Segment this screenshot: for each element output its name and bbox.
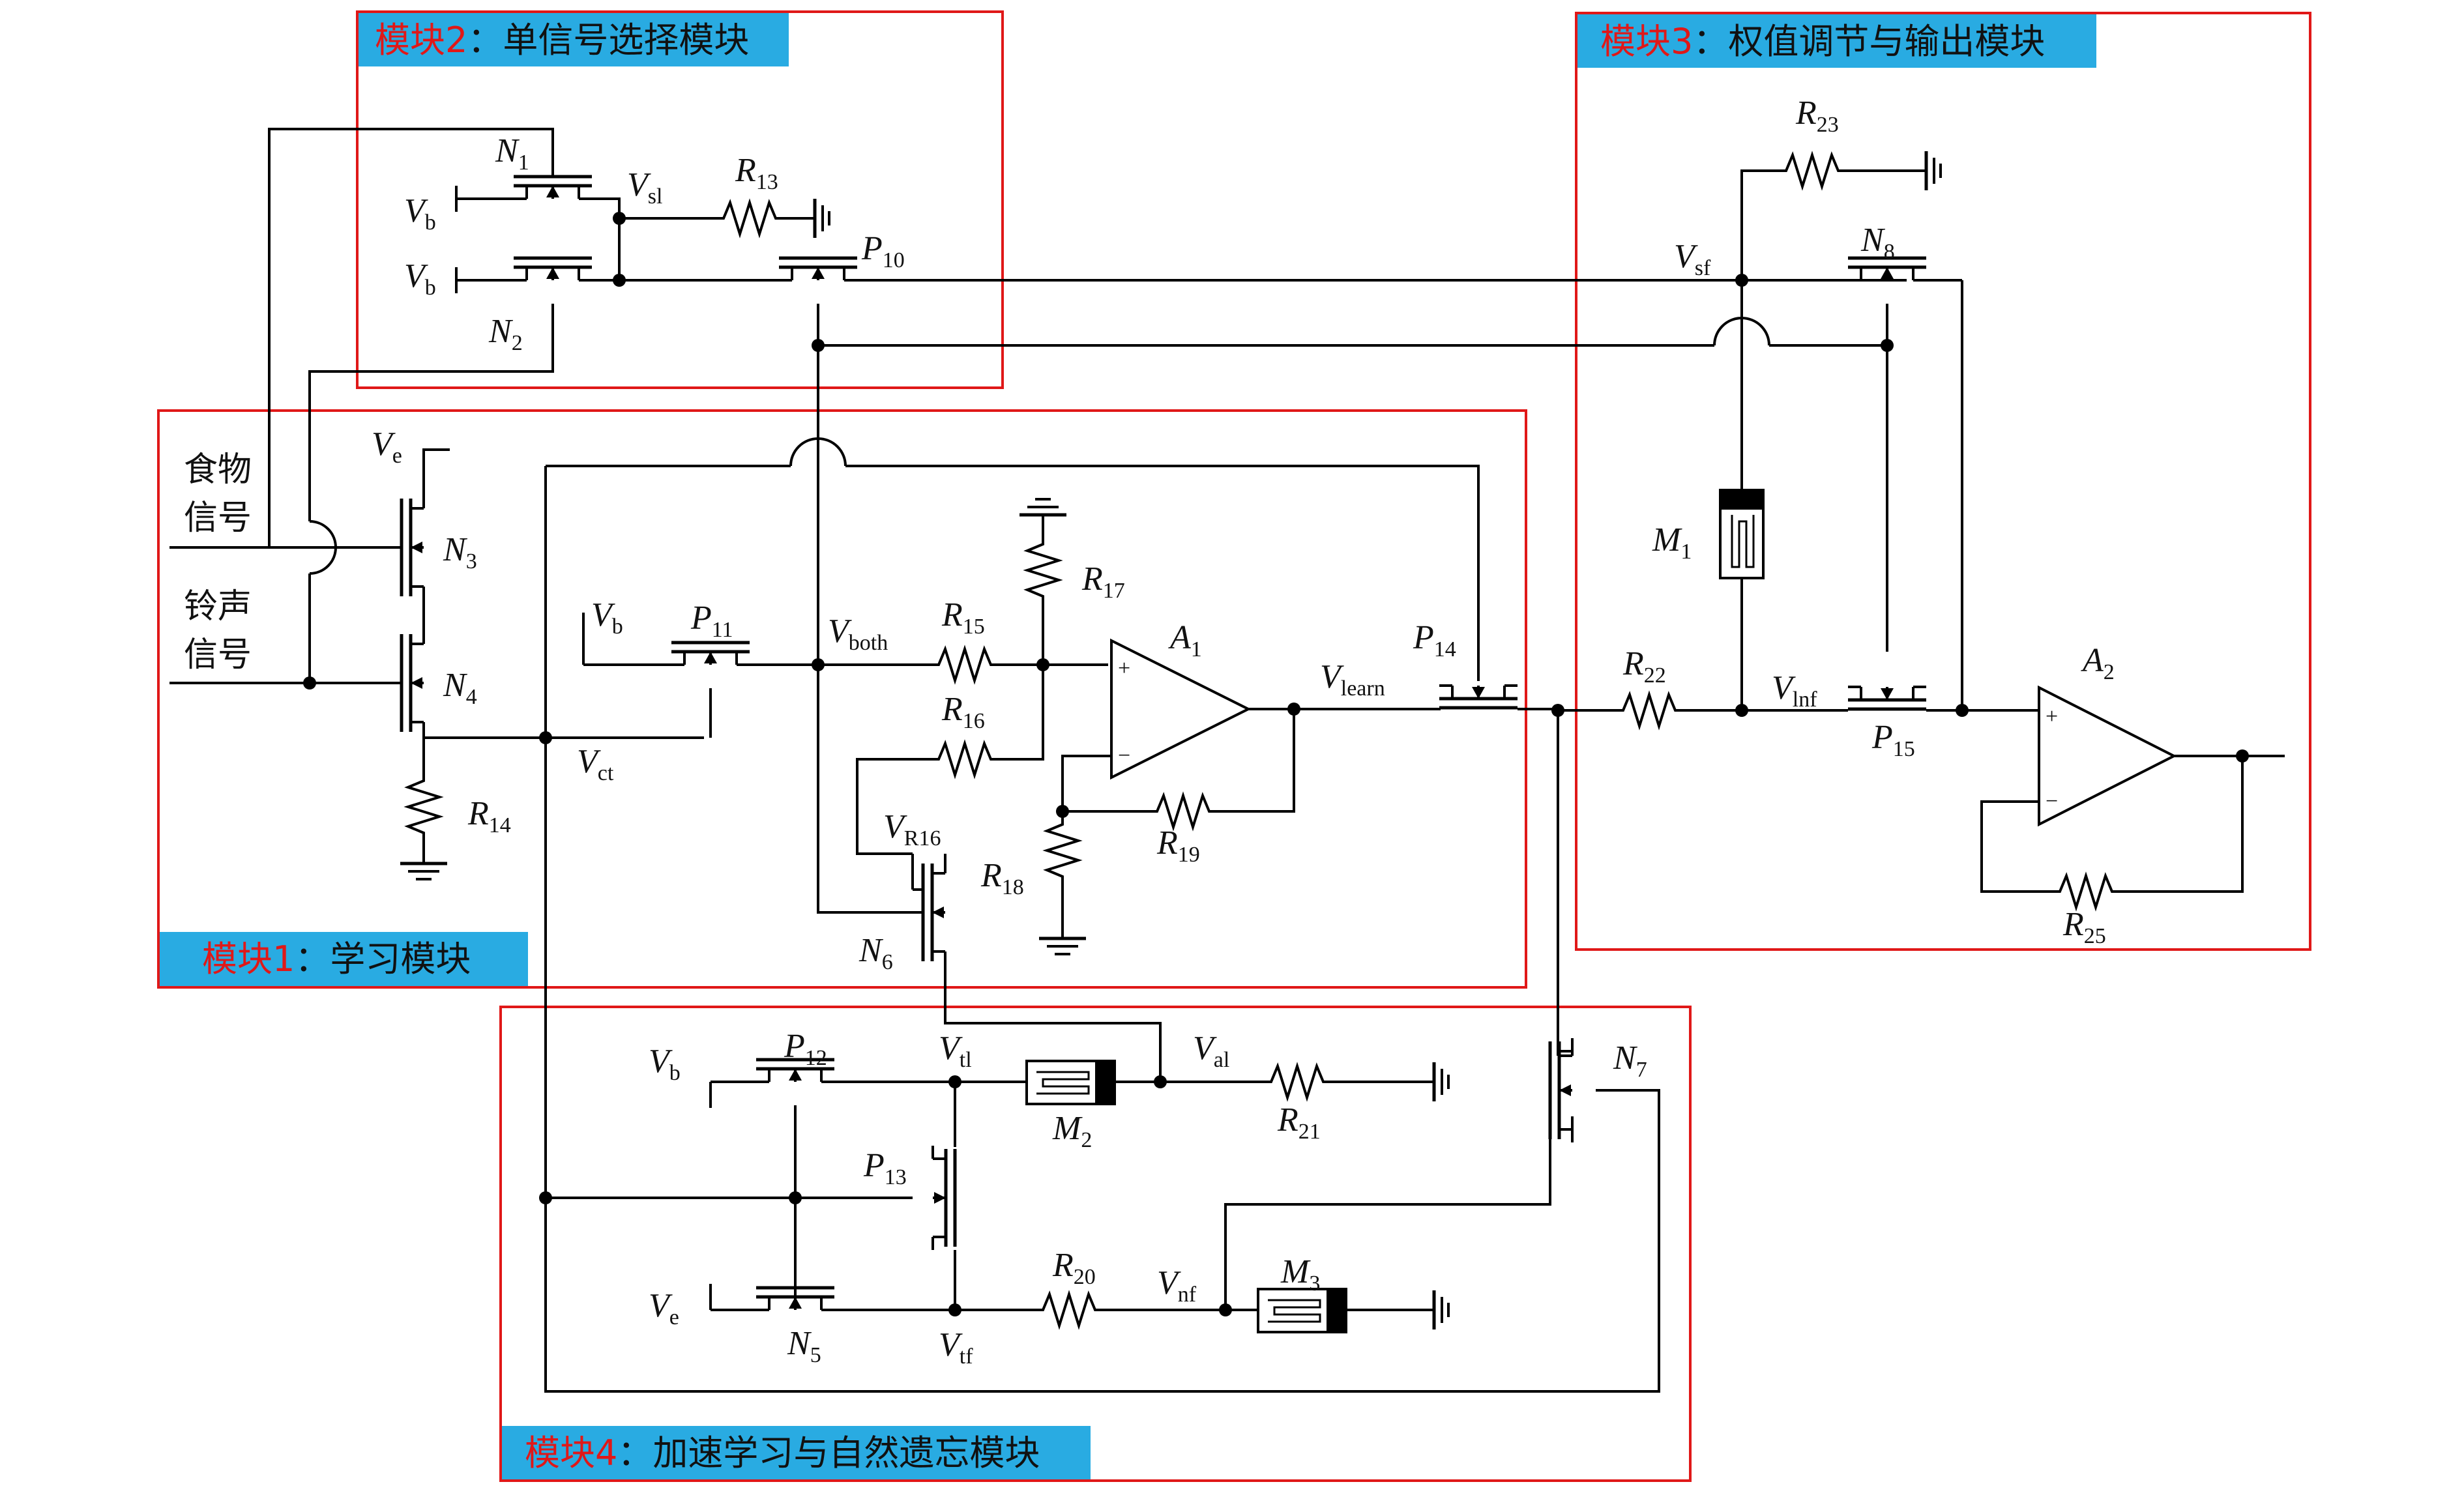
module-3-title: 权值调节与输出模块 bbox=[1728, 21, 2045, 62]
label-R21: R21 bbox=[1277, 1101, 1321, 1144]
P15-transistor bbox=[1848, 687, 1926, 709]
label-P12: P12 bbox=[784, 1028, 827, 1070]
svg-text:+: + bbox=[1118, 656, 1130, 680]
label-N6: N6 bbox=[858, 932, 893, 974]
N4-transistor bbox=[402, 631, 424, 735]
module-4-tag: 模块4 bbox=[525, 1432, 617, 1474]
svg-text:模块3：权值调节与输出模块: 模块3：权值调节与输出模块 bbox=[1600, 21, 2045, 62]
label-Vlearn: Vlearn bbox=[1320, 658, 1385, 701]
label-VR16: VR16 bbox=[883, 808, 941, 850]
module-4-header: 模块4：加速学习与自然遗忘模块 bbox=[502, 1426, 1091, 1479]
module-4-title: 加速学习与自然遗忘模块 bbox=[653, 1432, 1040, 1474]
label-R13: R13 bbox=[735, 152, 778, 194]
A1-opamp: + − bbox=[1110, 638, 1252, 780]
label-Vlnf: Vlnf bbox=[1772, 669, 1817, 712]
label-Vtf: Vtf bbox=[939, 1326, 973, 1369]
bell-signal-label-2: 信号 bbox=[184, 635, 252, 675]
M1-memristor bbox=[1719, 489, 1765, 579]
label-M1: M1 bbox=[1652, 521, 1692, 564]
label-P13: P13 bbox=[863, 1147, 907, 1189]
label-N1: N1 bbox=[495, 132, 529, 175]
label-N4: N4 bbox=[443, 667, 477, 709]
label-P14: P14 bbox=[1413, 619, 1456, 661]
label-Ve1: Ve bbox=[372, 426, 402, 468]
label-R15: R15 bbox=[941, 596, 985, 639]
label-R16: R16 bbox=[941, 691, 985, 733]
label-Vct: Vct bbox=[577, 743, 614, 785]
label-R25: R25 bbox=[2062, 906, 2106, 948]
module-1-tag: 模块1 bbox=[202, 938, 295, 980]
module-4-border bbox=[499, 1006, 1692, 1482]
svg-text:模块1：学习模块: 模块1：学习模块 bbox=[202, 938, 471, 980]
label-N5: N5 bbox=[787, 1325, 821, 1367]
module-1-title: 学习模块 bbox=[330, 938, 471, 980]
svg-text:−: − bbox=[2046, 789, 2058, 813]
P13-transistor bbox=[933, 1146, 955, 1250]
module-3-border bbox=[1575, 12, 2311, 951]
label-N7: N7 bbox=[1613, 1039, 1647, 1082]
label-Vboth: Vboth bbox=[828, 613, 888, 655]
M3-memristor bbox=[1257, 1288, 1347, 1333]
P14-transistor bbox=[1439, 686, 1518, 708]
label-R19: R19 bbox=[1156, 824, 1200, 867]
label-Vsl: Vsl bbox=[627, 166, 662, 209]
label-R18: R18 bbox=[980, 857, 1024, 899]
label-Vsf: Vsf bbox=[1674, 238, 1711, 280]
label-R23: R23 bbox=[1795, 94, 1839, 137]
M2-memristor bbox=[1025, 1060, 1116, 1105]
label-Vb2: Vb bbox=[404, 257, 436, 300]
svg-text:模块2：单信号选择模块: 模块2：单信号选择模块 bbox=[375, 20, 749, 61]
label-R20: R20 bbox=[1052, 1247, 1096, 1289]
module-3-circuit: + − bbox=[1558, 151, 2285, 908]
A2-opamp: + − bbox=[2038, 685, 2177, 827]
label-Vb4: Vb bbox=[649, 1043, 681, 1085]
label-P11: P11 bbox=[690, 600, 733, 642]
N7-transistor bbox=[1550, 1038, 1572, 1142]
label-N2: N2 bbox=[488, 313, 523, 355]
module-1-header: 模块1：学习模块 bbox=[160, 932, 528, 986]
module-2-title: 单信号选择模块 bbox=[503, 20, 749, 61]
label-M2: M2 bbox=[1052, 1110, 1092, 1152]
module-2-border bbox=[356, 10, 1004, 389]
labels: 食物 信号 铃声 信号 N1 N2 Vb Vb Vsl R13 P10 R23 … bbox=[184, 94, 2115, 1369]
module-4-circuit bbox=[539, 1038, 1572, 1333]
label-Ve2: Ve bbox=[649, 1287, 679, 1329]
module-1-circuit: + − bbox=[169, 437, 1660, 1393]
label-N8: N8 bbox=[1860, 222, 1895, 264]
module-3-tag: 模块3 bbox=[1600, 21, 1693, 62]
food-signal-label-2: 信号 bbox=[184, 499, 252, 538]
label-Vtl: Vtl bbox=[939, 1030, 972, 1072]
N1-transistor bbox=[514, 177, 592, 199]
module-2-circuit bbox=[268, 128, 1907, 912]
label-P15: P15 bbox=[1871, 719, 1915, 761]
module-3-header: 模块3：权值调节与输出模块 bbox=[1577, 14, 2096, 68]
label-Val: Val bbox=[1193, 1030, 1229, 1072]
bell-signal-label-1: 铃声 bbox=[184, 587, 252, 626]
label-P10: P10 bbox=[861, 230, 905, 272]
label-Vnf: Vnf bbox=[1157, 1264, 1197, 1307]
N2-transistor bbox=[514, 258, 592, 280]
P10-transistor bbox=[779, 258, 857, 280]
label-Vb3: Vb bbox=[591, 596, 623, 639]
label-R14: R14 bbox=[467, 795, 511, 837]
label-Vb1: Vb bbox=[404, 192, 436, 235]
module-2-header: 模块2：单信号选择模块 bbox=[359, 13, 789, 66]
label-A1: A1 bbox=[1168, 619, 1202, 661]
module-1-border bbox=[157, 409, 1527, 989]
N6-transistor bbox=[923, 860, 945, 965]
svg-text:−: − bbox=[1118, 744, 1130, 768]
svg-text:+: + bbox=[2046, 704, 2058, 729]
label-N3: N3 bbox=[443, 531, 477, 574]
P11-transistor bbox=[671, 643, 750, 665]
label-R22: R22 bbox=[1622, 645, 1666, 688]
svg-text:模块4：加速学习与自然遗忘模块: 模块4：加速学习与自然遗忘模块 bbox=[525, 1432, 1040, 1474]
label-A2: A2 bbox=[2081, 642, 2115, 684]
N3-transistor bbox=[402, 495, 424, 600]
label-M3: M3 bbox=[1280, 1253, 1320, 1296]
module-2-tag: 模块2 bbox=[375, 20, 467, 61]
label-R17: R17 bbox=[1081, 560, 1125, 603]
food-signal-label-1: 食物 bbox=[184, 450, 252, 489]
